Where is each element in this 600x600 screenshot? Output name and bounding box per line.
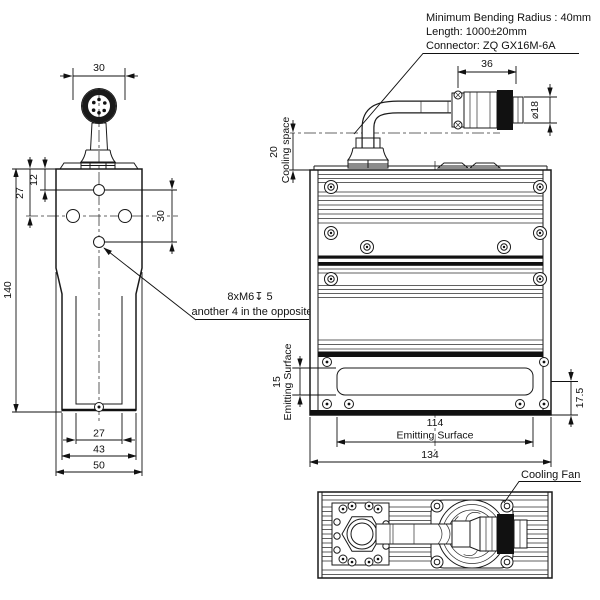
dim-connector-width: 30 [60, 61, 138, 100]
cooling-space-label: Cooling space [280, 117, 292, 184]
top-tabs [436, 162, 502, 169]
thread-spec-line2: another 4 in the opposite [191, 306, 312, 318]
dim-text-diameter: ⌀18 [529, 101, 541, 119]
dim-cooling-space: 20 Cooling space [267, 115, 310, 185]
dim-overall-width: 134 [309, 417, 552, 467]
emitting-surface-label-side: Emitting Surface [282, 343, 294, 420]
side-body-cap [59, 162, 139, 170]
dim-emitting-height: 15 Emitting Surface [270, 342, 336, 422]
note-bending-radius: Minimum Bending Radius : 40mm [426, 12, 591, 24]
connector-knurled-ring [497, 90, 513, 130]
aviation-connector [451, 90, 524, 130]
bottom-connector-ring [497, 514, 514, 554]
dim-text-17-5: 17.5 [574, 388, 586, 409]
cooling-fan-label: Cooling Fan [521, 469, 580, 481]
dim-hole-row-spacing: 30 [104, 178, 177, 254]
connector-flange-screws [453, 90, 463, 130]
bottom-view-drawing: Cooling Fan [317, 468, 582, 579]
bottom-center-hole [94, 402, 104, 412]
thread-spec-line1: 8xM6↧ 5 [227, 291, 272, 303]
dim-top-to-center-hole: 12 [27, 157, 93, 202]
note-connector-model: Connector: ZQ GX16M-6A [426, 40, 556, 52]
dim-text-114: 114 [427, 417, 444, 429]
dim-text-30-right: 30 [155, 210, 167, 222]
cable-across-bottom [375, 514, 528, 554]
circular-connector-face [79, 88, 117, 170]
connector-gland-dome [79, 149, 117, 163]
dim-center-to-bottom: 17.5 [551, 369, 587, 427]
bottom-body-outline [317, 491, 553, 579]
front-view-drawing: 36 ⌀18 Minimum Bending Radius : 40mm Len… [267, 11, 592, 467]
dim-connector-diameter: ⌀18 [524, 84, 557, 136]
emitting-surface-area [310, 357, 551, 415]
heatsink-fins [318, 174, 543, 350]
connector-pins [91, 97, 107, 115]
dim-text-134: 134 [421, 449, 439, 461]
power-cable [361, 100, 451, 148]
side-view-drawing: 30 12 27 140 30 [1, 61, 314, 476]
cooling-fan-note: Cooling Fan [503, 468, 582, 504]
dim-text-27-bottom: 27 [93, 428, 105, 440]
dim-text-15: 15 [271, 376, 283, 388]
emitting-window [336, 367, 534, 396]
dim-text-50: 50 [93, 460, 105, 472]
emitting-surface-label-front: Emitting Surface [396, 430, 473, 442]
dim-text-20: 20 [268, 146, 280, 158]
cable-annotations: Minimum Bending Radius : 40mm Length: 10… [353, 11, 592, 135]
dim-emitting-width: 114 Emitting Surface [336, 416, 534, 447]
dim-connector-length: 36 [457, 57, 517, 88]
dim-text-43: 43 [93, 444, 105, 456]
side-body-outline [55, 168, 143, 411]
note-cable-length: Length: 1000±20mm [426, 26, 527, 38]
cable-gland [346, 137, 390, 169]
dim-overall-height: 140 [1, 168, 62, 413]
cable-gland-bottom [341, 516, 383, 552]
dim-text-connector-width: 30 [93, 62, 105, 74]
mounting-holes [66, 184, 132, 248]
dim-text-36: 36 [481, 58, 493, 70]
thread-note: 8xM6↧ 5 another 4 in the opposite [103, 247, 314, 321]
dim-text-140: 140 [2, 281, 14, 299]
dim-bottom-widths: 27 43 50 [55, 272, 143, 476]
